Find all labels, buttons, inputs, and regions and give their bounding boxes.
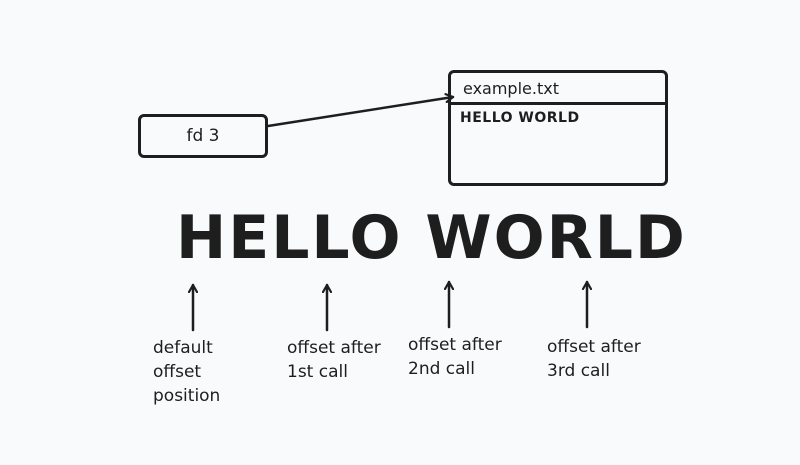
- offset-label-1st-call: offset after 1st call: [287, 338, 381, 382]
- file-descriptor-label: fd 3: [186, 126, 220, 146]
- file-descriptor-box: fd 3: [138, 114, 268, 158]
- fd-to-file-arrow: [266, 97, 455, 128]
- offset-label-2nd-call: offset after 2nd call: [408, 335, 502, 379]
- offset-label-3rd-call: offset after 3rd call: [547, 337, 641, 381]
- file-box: example.txt HELLO WORLD: [448, 70, 668, 186]
- file-contents: HELLO WORLD: [460, 110, 580, 126]
- offset-label-default: default offset position: [153, 338, 221, 406]
- file-name: example.txt: [451, 73, 665, 105]
- file-text-large: HELLO WORLD: [176, 203, 687, 273]
